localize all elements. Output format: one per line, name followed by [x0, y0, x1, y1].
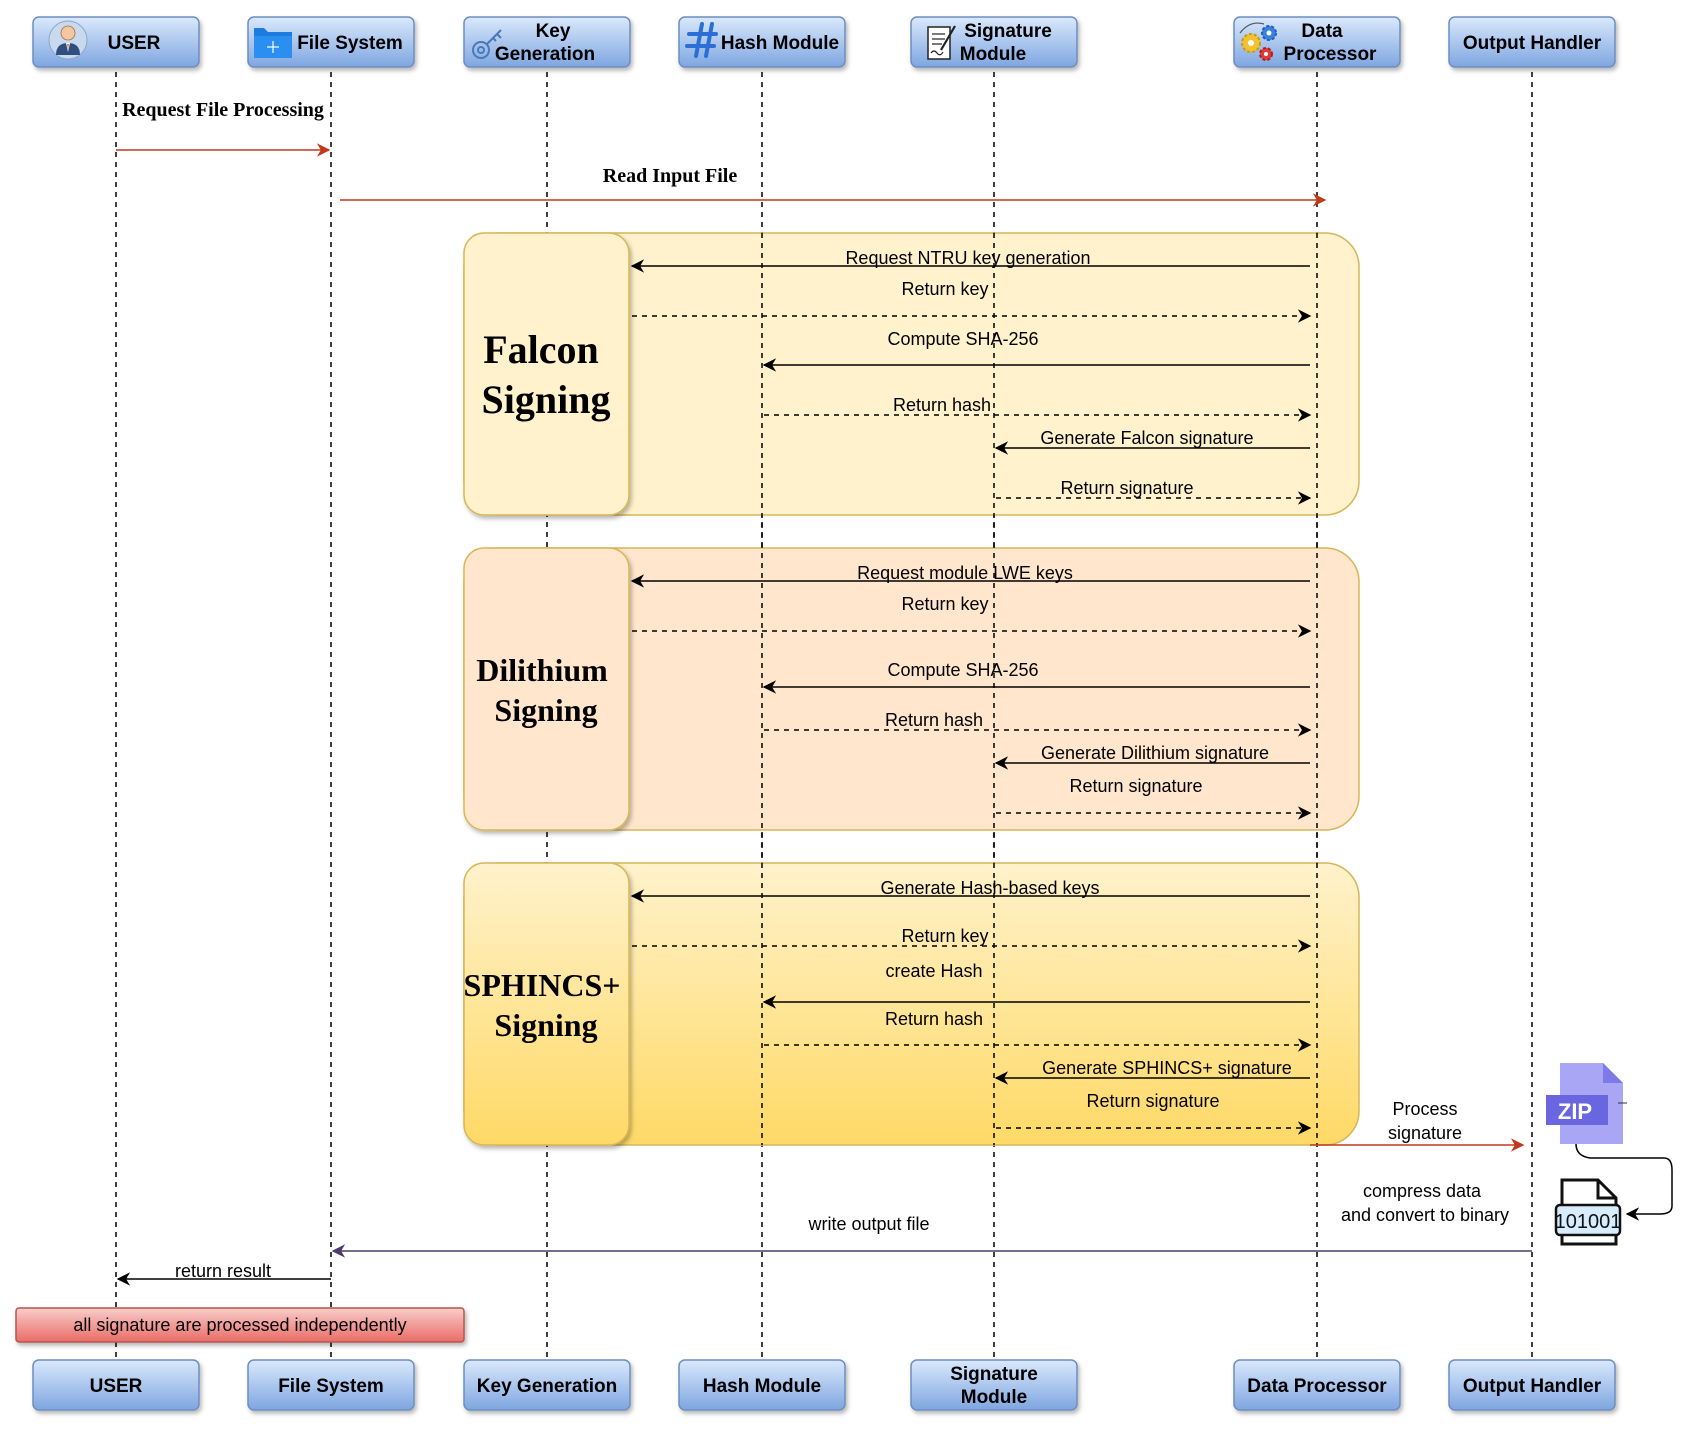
group-sphincs: SPHINCS+ Signing: [463, 862, 1360, 1146]
actor-user-top-label: USER: [108, 33, 161, 54]
msg-sphincs-generate-signature: Generate SPHINCS+ signature: [1042, 1058, 1292, 1078]
group-sphincs-title-line2: Signing: [494, 1007, 597, 1043]
lifelines-over-groups: [761, 233, 1318, 1145]
group-falcon-title-line1: Falcon: [483, 327, 599, 372]
msg-compress-line1: compress data: [1363, 1181, 1482, 1201]
gears-icon: [1239, 22, 1277, 61]
msg-sphincs-return-key: Return key: [901, 926, 988, 946]
group-sphincs-title-line1: SPHINCS+: [464, 967, 621, 1003]
messages-top: Request File Processing Read Input File: [116, 99, 1327, 207]
actor-data-processor-bottom[interactable]: Data Processor: [1233, 1359, 1401, 1411]
messages-falcon: Request NTRU key generation Return key C…: [630, 248, 1312, 505]
actor-user-bottom-label: USER: [90, 1376, 143, 1397]
actor-file-system-bottom[interactable]: File System: [247, 1359, 415, 1411]
msg-sphincs-create-hash: create Hash: [885, 961, 982, 981]
actor-data-processor-bottom-label: Data Processor: [1247, 1376, 1387, 1397]
actor-signature-module-top-label-line1: Signature: [964, 21, 1052, 42]
msg-falcon-generate-signature: Generate Falcon signature: [1040, 428, 1253, 448]
actor-key-generation-bottom[interactable]: Key Generation: [463, 1359, 631, 1411]
msg-compress-line2: and convert to binary: [1341, 1205, 1509, 1225]
msg-dilithium-generate-signature: Generate Dilithium signature: [1041, 743, 1269, 763]
actor-file-system-top-label: File System: [297, 33, 403, 54]
msg-falcon-request-keys: Request NTRU key generation: [845, 248, 1090, 268]
msg-sphincs-generate-keys: Generate Hash-based keys: [880, 878, 1099, 898]
actor-key-generation-top-label-line2: Generation: [495, 44, 595, 65]
actor-hash-module-bottom-label: Hash Module: [703, 1376, 821, 1397]
actor-signature-module-top[interactable]: Signature Module: [910, 16, 1078, 68]
document-pen-icon: [927, 25, 956, 60]
actor-file-system-top[interactable]: File System: [247, 16, 415, 68]
actor-key-generation-top[interactable]: Key Generation: [463, 16, 631, 68]
actor-signature-module-bottom[interactable]: Signature Module: [910, 1359, 1078, 1411]
folder-icon: [254, 28, 292, 58]
actor-signature-module-bottom-label-line2: Module: [961, 1387, 1028, 1408]
messages-output: Process signature compress data and conv…: [116, 1099, 1532, 1286]
zip-file-icon: ZIP: [1546, 1063, 1627, 1144]
key-icon: [472, 29, 502, 59]
msg-dilithium-return-key: Return key: [901, 594, 988, 614]
group-dilithium-title-line2: Signing: [494, 692, 597, 728]
msg-falcon-return-hash: Return hash: [893, 395, 991, 415]
actor-output-handler-top[interactable]: Output Handler: [1448, 16, 1616, 68]
actor-signature-module-bottom-label-line1: Signature: [950, 1364, 1038, 1385]
messages-dilithium: Request module LWE keys Return key Compu…: [630, 563, 1312, 820]
actor-user-top[interactable]: USER: [32, 16, 200, 68]
group-falcon-title-line2: Signing: [482, 377, 611, 422]
msg-dilithium-return-hash: Return hash: [885, 710, 983, 730]
msg-dilithium-request-keys: Request module LWE keys: [857, 563, 1073, 583]
actor-key-generation-top-label-line1: Key: [536, 21, 571, 42]
msg-falcon-compute-hash: Compute SHA-256: [887, 329, 1038, 349]
group-dilithium: Dilithium Signing: [463, 547, 1360, 831]
msg-return-result: return result: [175, 1261, 271, 1281]
actor-data-processor-top[interactable]: Data Processor: [1233, 16, 1401, 68]
actor-file-system-bottom-label: File System: [278, 1376, 384, 1397]
actor-hash-module-top[interactable]: Hash Module: [678, 16, 846, 68]
msg-falcon-return-signature: Return signature: [1060, 478, 1193, 498]
actor-output-handler-bottom-label: Output Handler: [1463, 1376, 1602, 1397]
actor-hash-module-bottom[interactable]: Hash Module: [678, 1359, 846, 1411]
actor-data-processor-top-label-line2: Processor: [1284, 44, 1378, 65]
actors-bottom: USER File System Key Generation Hash Mod…: [32, 1359, 1616, 1411]
actor-key-generation-bottom-label: Key Generation: [477, 1376, 617, 1397]
zip-label: ZIP: [1558, 1099, 1592, 1124]
actors-top: USER File System Key Generation: [32, 16, 1616, 68]
actor-data-processor-top-label-line1: Data: [1301, 21, 1343, 42]
note-label: all signature are processed independentl…: [73, 1315, 406, 1335]
binary-label: 101001: [1555, 1211, 1622, 1233]
msg-sphincs-return-hash: Return hash: [885, 1009, 983, 1029]
msg-falcon-return-key: Return key: [901, 279, 988, 299]
msg-sphincs-return-signature: Return signature: [1086, 1091, 1219, 1111]
note-independent-processing: all signature are processed independentl…: [15, 1307, 465, 1343]
msg-process-signature-line2: signature: [1388, 1123, 1462, 1143]
binary-file-icon: 101001: [1555, 1178, 1622, 1246]
messages-sphincs: Generate Hash-based keys Return key crea…: [630, 878, 1312, 1135]
actor-user-bottom[interactable]: USER: [32, 1359, 200, 1411]
group-falcon-label-box: [463, 232, 630, 516]
user-avatar-icon: [48, 20, 88, 60]
group-dilithium-label-box: [463, 547, 630, 831]
group-falcon: Falcon Signing: [463, 232, 1360, 516]
actor-signature-module-top-label-line2: Module: [960, 44, 1027, 65]
actor-output-handler-bottom[interactable]: Output Handler: [1448, 1359, 1616, 1411]
actor-hash-module-top-label: Hash Module: [721, 33, 839, 54]
actor-output-handler-top-label: Output Handler: [1463, 33, 1602, 54]
msg-dilithium-return-signature: Return signature: [1069, 776, 1202, 796]
arrow-zip-to-binary: [1575, 1143, 1673, 1221]
msg-request-file-processing: Request File Processing: [122, 99, 324, 121]
group-sphincs-label-box: [463, 862, 630, 1146]
msg-write-output-file: write output file: [807, 1214, 929, 1234]
msg-process-signature-line1: Process: [1392, 1099, 1457, 1119]
msg-dilithium-compute-hash: Compute SHA-256: [887, 660, 1038, 680]
group-dilithium-title-line1: Dilithium: [476, 652, 608, 688]
msg-read-input-file: Read Input File: [603, 165, 738, 187]
hash-icon: [685, 22, 718, 58]
